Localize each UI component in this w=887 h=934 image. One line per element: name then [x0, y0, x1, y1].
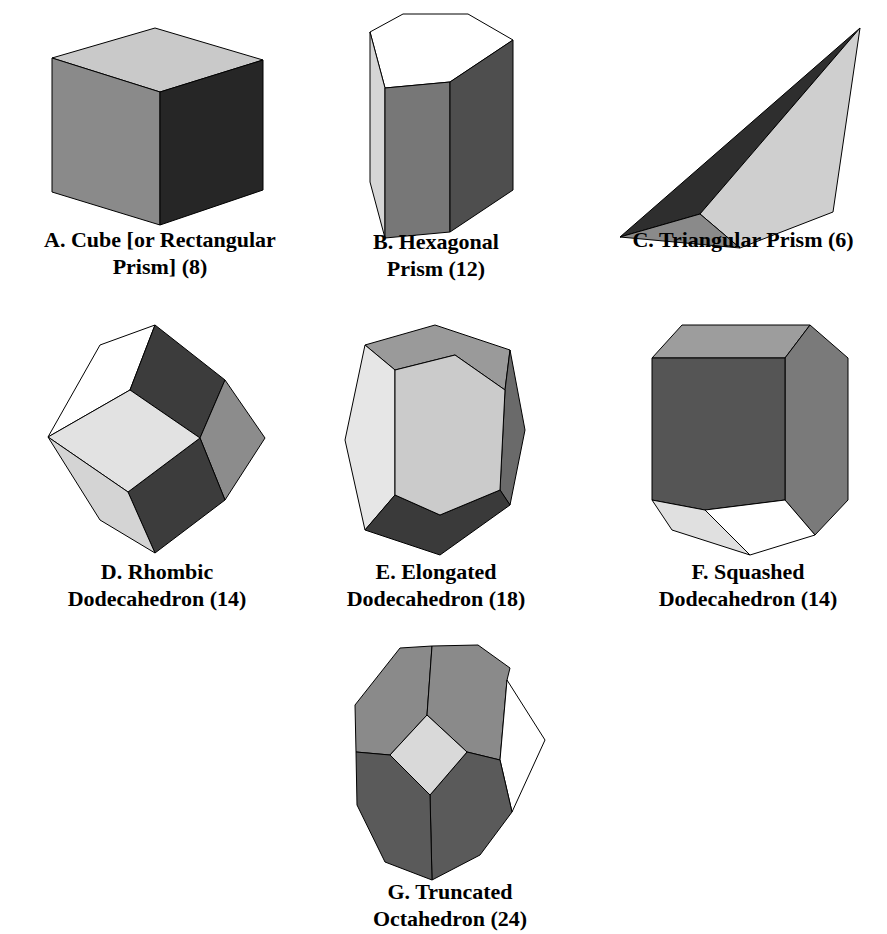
triangular-prism-figure	[620, 28, 860, 248]
shape-caption: A. Cube [or Rectangular Prism] (8)	[35, 226, 285, 280]
squashed-dodecahedron-figure	[652, 325, 848, 555]
shape-caption: G. Truncated Octahedron (24)	[343, 878, 558, 932]
hexagonal-prism-figure	[370, 14, 513, 238]
cube-figure	[52, 28, 263, 225]
shape-caption: D. Rhombic Dodecahedron (14)	[40, 558, 275, 612]
shape-caption: C. Triangular Prism (6)	[623, 226, 863, 253]
shape-caption: E. Elongated Dodecahedron (18)	[324, 558, 549, 612]
shape-caption: F. Squashed Dodecahedron (14)	[631, 558, 866, 612]
shape-caption: B. Hexagonal Prism (12)	[354, 228, 519, 282]
rhombic-dodecahedron-figure	[48, 325, 265, 553]
elongated-dodecahedron-figure	[345, 325, 525, 555]
truncated-octahedron-figure	[355, 645, 545, 880]
